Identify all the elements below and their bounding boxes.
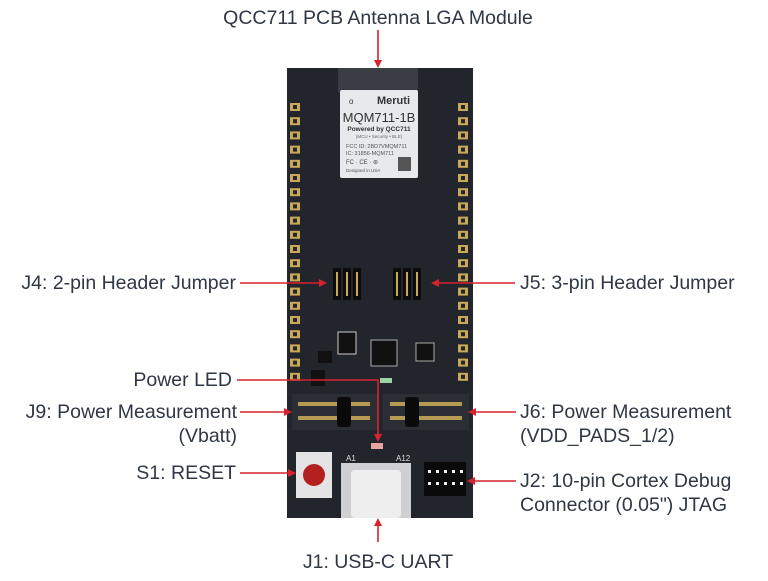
jtag-connector xyxy=(424,462,466,496)
module-brand: Meruti xyxy=(377,95,410,107)
jtag-pin xyxy=(444,470,447,473)
label-power-led: Power LED xyxy=(133,369,232,391)
j4-header xyxy=(333,268,361,300)
svg-text:o: o xyxy=(349,97,354,106)
label-module: QCC711 PCB Antenna LGA Module xyxy=(223,7,533,29)
label-j2-line1: J2: 10-pin Cortex Debug xyxy=(520,470,732,492)
mcu-chip xyxy=(370,339,398,367)
j5-header xyxy=(393,268,421,300)
jtag-pin xyxy=(460,482,463,485)
jtag-pin xyxy=(428,470,431,473)
jtag-pin xyxy=(460,470,463,473)
label-s1: S1: RESET xyxy=(136,462,236,484)
jtag-pin xyxy=(428,482,431,485)
silk-a12: A12 xyxy=(396,454,411,463)
label-j9-line2: (Vbatt) xyxy=(178,425,237,447)
module-ic: IC: 31856-MQM711 xyxy=(346,151,394,157)
label-j6-line1: J6: Power Measurement xyxy=(520,401,732,423)
reset-button xyxy=(296,452,332,498)
module-marks: FC · CE · ⊛ xyxy=(346,160,378,166)
pcb-board: o Meruti MQM711-1B Powered by QCC711 (MC… xyxy=(287,68,473,518)
module-designed: Designed in USA xyxy=(346,168,380,173)
jtag-pin xyxy=(444,482,447,485)
module-features: (MCU • Security • BLE) xyxy=(356,134,403,139)
jtag-pin xyxy=(436,482,439,485)
module-shield xyxy=(340,90,418,178)
arrow-power-led xyxy=(237,379,382,442)
module-powered: Powered by QCC711 xyxy=(347,126,411,133)
label-j2-line2: Connector (0.05") JTAG xyxy=(520,494,728,516)
label-j6-line2: (VDD_PADS_1/2) xyxy=(520,425,675,447)
jtag-pin xyxy=(452,482,455,485)
label-j1: J1: USB-C UART xyxy=(302,551,454,573)
label-j5: J5: 3-pin Header Jumper xyxy=(520,272,735,294)
antenna-area xyxy=(338,68,418,92)
silk-a1: A1 xyxy=(346,454,356,463)
jtag-pin xyxy=(436,470,439,473)
qr-code xyxy=(398,157,411,171)
arrows xyxy=(237,30,516,542)
usb-c-connector xyxy=(341,463,411,518)
power-led xyxy=(380,378,392,383)
module-model: MQM711-1B xyxy=(343,110,416,125)
j6-jumper xyxy=(383,394,469,430)
module-fcc: FCC ID: 2BD7VMQM711 xyxy=(346,144,407,150)
label-j4: J4: 2-pin Header Jumper xyxy=(21,272,236,294)
j9-jumper xyxy=(292,394,378,430)
jtag-pin xyxy=(452,470,455,473)
label-j9-line1: J9: Power Measurement xyxy=(25,401,237,423)
